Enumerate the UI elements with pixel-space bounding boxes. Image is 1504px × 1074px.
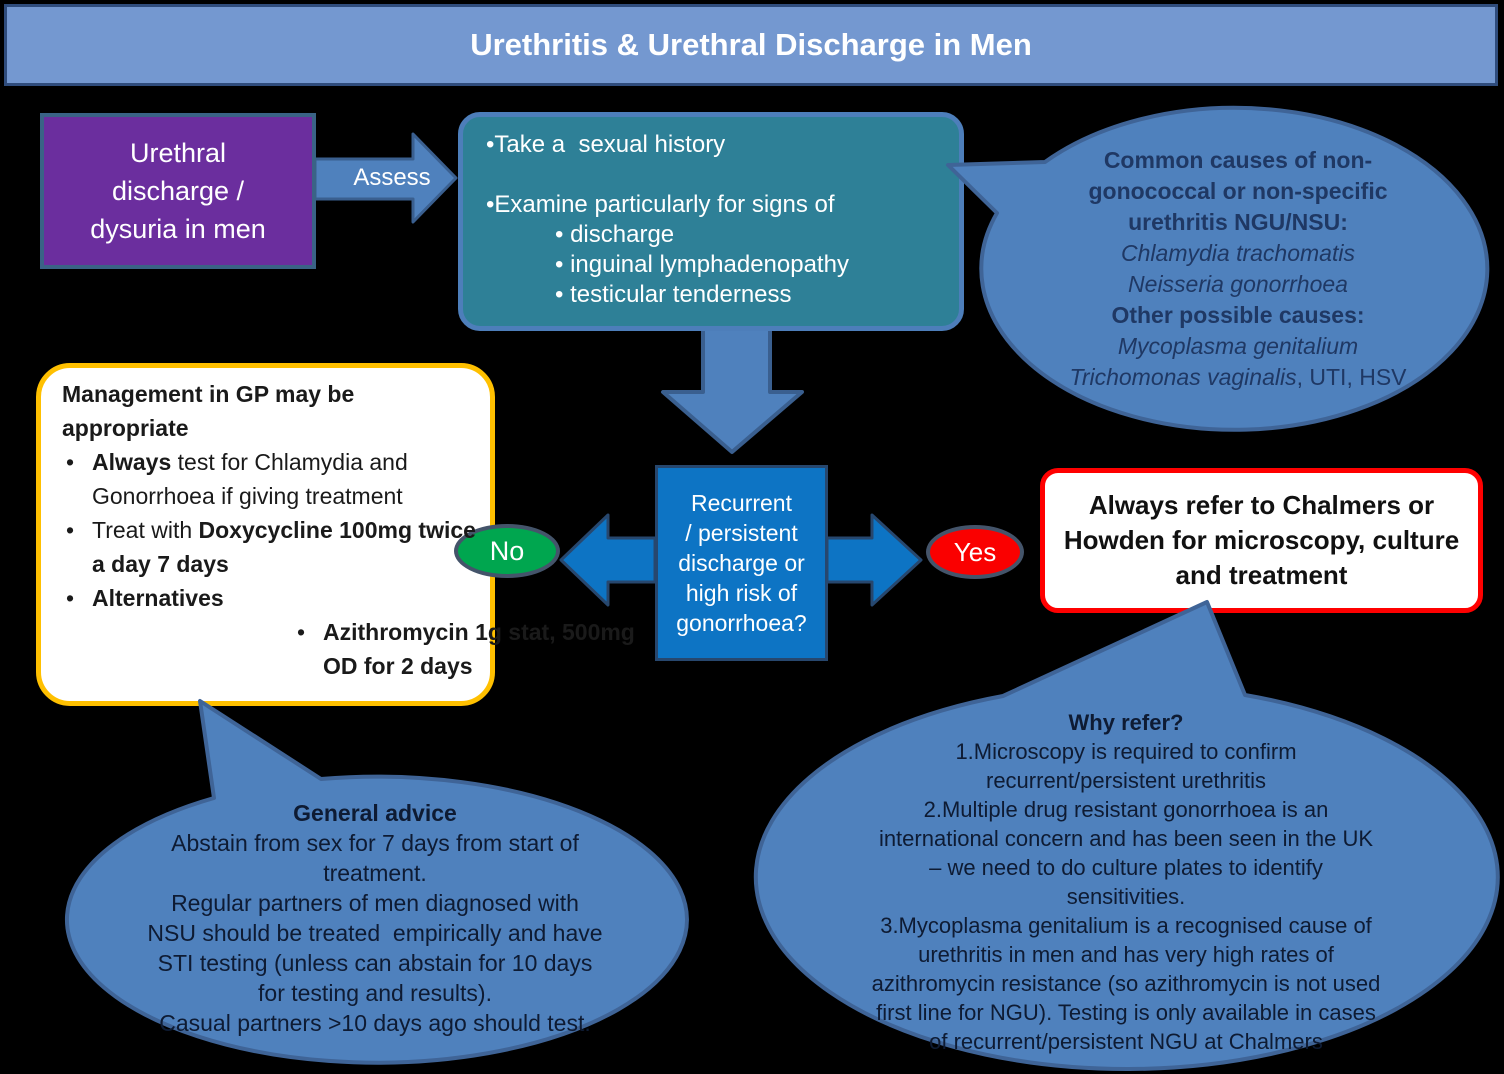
- down-arrow: [661, 324, 804, 454]
- causes-bubble-text: Common causes of non-gonococcal or non-s…: [1069, 147, 1407, 390]
- no-branch-arrow: [559, 513, 657, 607]
- causes-bubble: [946, 105, 1490, 432]
- yes-badge-label: Yes: [953, 536, 997, 567]
- no-badge-label: No: [489, 535, 525, 566]
- yes-badge: Yes: [926, 525, 1024, 579]
- general-advice-bubble: [65, 699, 689, 1065]
- gp-management-box: [36, 363, 495, 706]
- no-badge: No: [454, 524, 560, 578]
- assessment-box: [458, 112, 964, 331]
- yes-branch-arrow: [825, 513, 923, 607]
- assessment-box-text: •Take a sexual history •Examine particul…: [486, 131, 849, 308]
- title-bar: Urethritis & Urethral Discharge in Men: [4, 4, 1498, 86]
- why-refer-bubble: [753, 600, 1500, 1071]
- assess-arrow: [313, 132, 458, 224]
- page-title: Urethritis & Urethral Discharge in Men: [470, 27, 1032, 62]
- assess-arrow-label: Assess: [353, 164, 431, 191]
- why-refer-text: Why refer?1.Microscopy is required to co…: [871, 710, 1381, 1054]
